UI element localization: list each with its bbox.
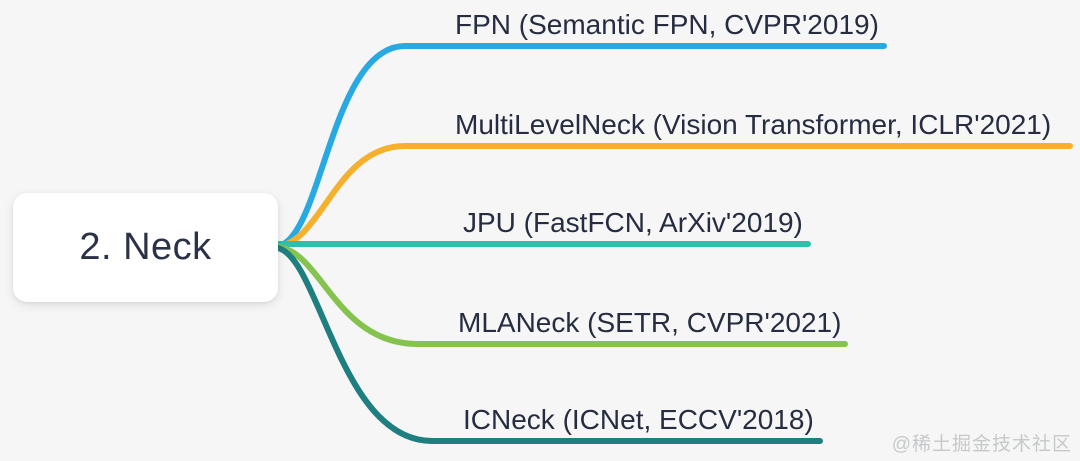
watermark-text: @稀土掘金技术社区 bbox=[891, 434, 1072, 455]
root-node-neck[interactable]: 2. Neck bbox=[13, 193, 278, 302]
branch-curve-fpn bbox=[275, 43, 887, 249]
root-node-label: 2. Neck bbox=[79, 226, 212, 268]
branch-curve-multilevelneck bbox=[275, 143, 1073, 249]
branch-node-icneck[interactable]: ICNeck (ICNet, ECCV'2018) bbox=[463, 404, 814, 435]
branch-node-mlaneck[interactable]: MLANeck (SETR, CVPR'2021) bbox=[458, 307, 842, 338]
branch-curve-icneck bbox=[275, 245, 823, 444]
branch-node-jpu[interactable]: JPU (FastFCN, ArXiv'2019) bbox=[463, 207, 803, 238]
branch-node-multilevelneck[interactable]: MultiLevelNeck (Vision Transformer, ICLR… bbox=[455, 109, 1052, 140]
branch-curve-mlaneck bbox=[275, 244, 848, 347]
branch-node-fpn[interactable]: FPN (Semantic FPN, CVPR'2019) bbox=[455, 9, 879, 40]
